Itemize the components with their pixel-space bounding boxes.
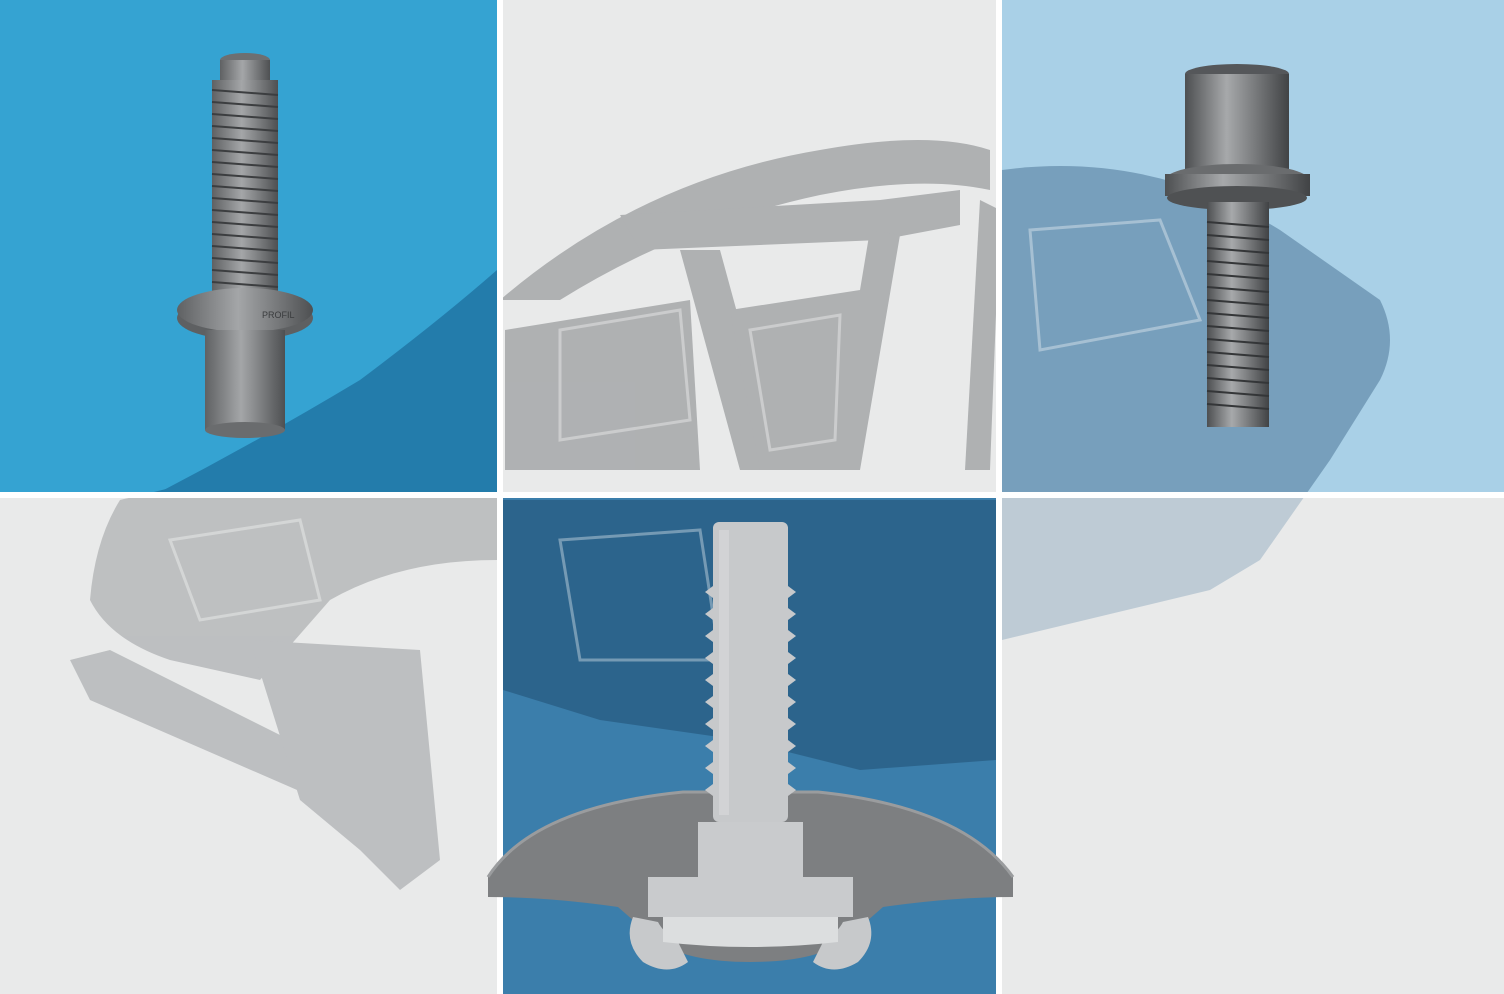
bolt-marking-text: PROFIL xyxy=(262,310,295,320)
flanged-bolt-illustration xyxy=(1165,64,1310,427)
tile-bottom-right-grey xyxy=(1002,498,1504,994)
bolt-cross-section-illustration xyxy=(486,522,1015,970)
tile-top-center-grey xyxy=(503,0,996,492)
tile-bottom-left-grey xyxy=(0,498,497,994)
collar-bolt-illustration: PROFIL xyxy=(177,53,313,438)
